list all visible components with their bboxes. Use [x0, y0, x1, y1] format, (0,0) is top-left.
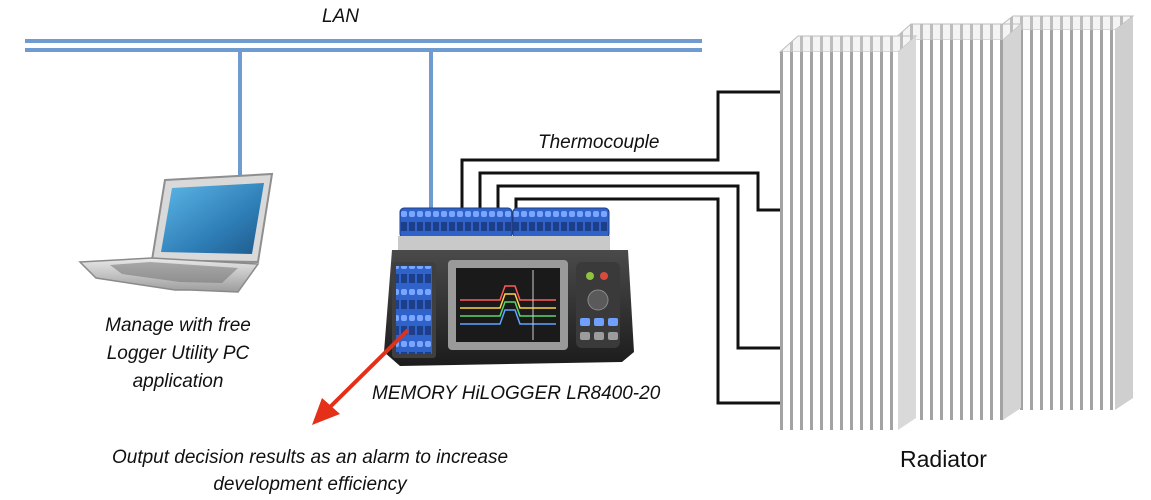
radiator-label: Radiator [900, 446, 987, 472]
pc-caption-line-3: application [132, 371, 224, 392]
logger-label: MEMORY HiLOGGER LR8400-20 [372, 383, 661, 404]
radiator-icon [778, 15, 1135, 430]
pc-caption-line-1: Manage with free [105, 315, 251, 336]
alarm-caption-line-2: development efficiency [213, 474, 407, 495]
pc-application-caption: Manage with free Logger Utility PC appli… [78, 312, 278, 396]
alarm-arrow-icon [312, 328, 410, 425]
pc-caption-line-2: Logger Utility PC [106, 343, 250, 364]
alarm-caption: Output decision results as an alarm to i… [60, 444, 560, 498]
lan-bus [25, 39, 702, 210]
alarm-caption-line-1: Output decision results as an alarm to i… [111, 447, 509, 468]
thermocouple-wires [460, 90, 780, 405]
laptop-icon [78, 172, 274, 293]
data-logger-icon [384, 207, 634, 366]
lan-label: LAN [322, 6, 359, 27]
thermocouple-label: Thermocouple [538, 132, 660, 153]
